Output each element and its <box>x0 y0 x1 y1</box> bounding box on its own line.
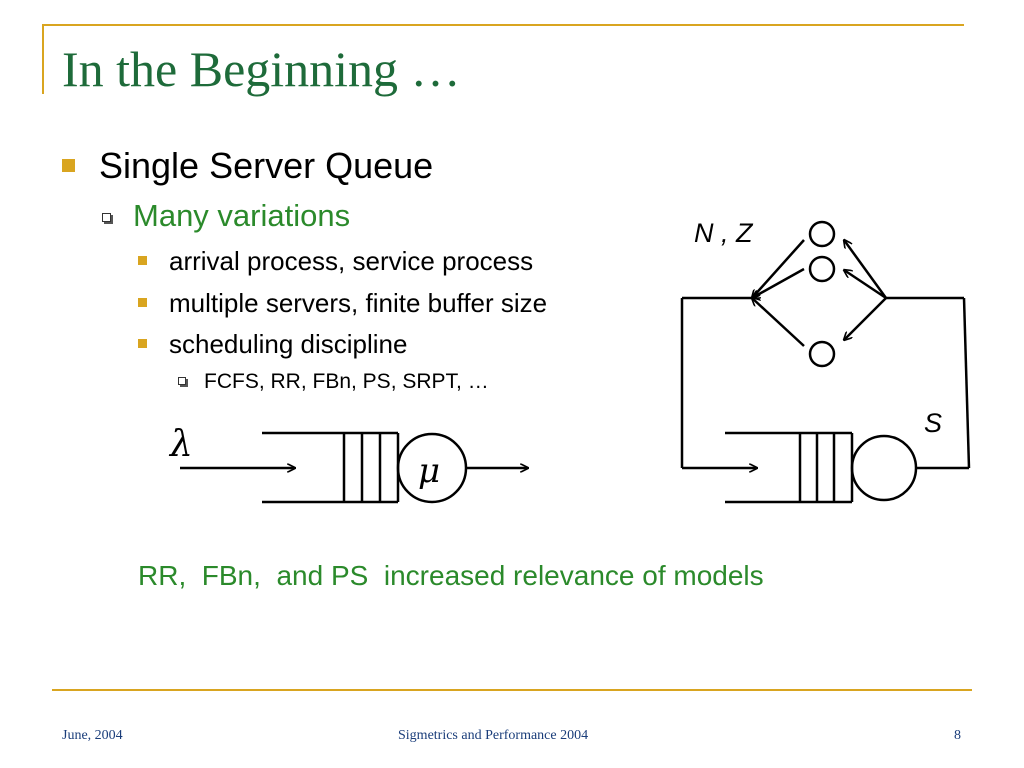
terminal-circle <box>808 340 836 368</box>
footer-page-number: 8 <box>954 728 961 743</box>
hollow-square-bullet-icon <box>102 213 111 222</box>
hollow-square-bullet-icon <box>178 377 186 385</box>
square-bullet-icon <box>138 255 147 265</box>
bullet-level3-item: arrival process, service process <box>138 246 533 277</box>
square-bullet-icon <box>138 297 147 307</box>
closed-queue-diagram: N , Z S <box>680 218 971 504</box>
square-bullet-icon <box>62 158 75 172</box>
bullet-level3-item: multiple servers, finite buffer size <box>138 288 547 319</box>
split-arrow <box>844 240 888 299</box>
top-frame-line <box>42 24 964 26</box>
bullet-level4: FCFS, RR, FBn, PS, SRPT, … <box>178 370 489 394</box>
bullet-level3-text: arrival process, service process <box>169 246 534 276</box>
bullet-level4-text: FCFS, RR, FBn, PS, SRPT, … <box>204 370 489 393</box>
terminal-circle <box>808 255 836 283</box>
population-think-label: N , Z <box>694 218 754 248</box>
footer-date: June, 2004 <box>62 728 123 743</box>
open-queue-diagram: λ μ <box>168 424 528 504</box>
server-circle <box>850 434 918 502</box>
service-rate-symbol: μ <box>418 451 440 491</box>
bullet-level1-text: Single Server Queue <box>99 145 434 186</box>
terminal-circle <box>808 220 836 248</box>
bottom-frame-line <box>52 689 972 691</box>
merge-arrow <box>752 239 805 298</box>
bullet-level1: Single Server Queue <box>62 145 433 187</box>
split-arrow <box>844 270 887 300</box>
bullet-level3-text: multiple servers, finite buffer size <box>169 288 548 318</box>
bullet-level3-item: scheduling discipline <box>138 329 407 360</box>
arrival-rate-symbol: λ <box>168 424 193 465</box>
relevance-note: RR, FBn, and PS increased relevance of m… <box>138 560 764 591</box>
split-arrow <box>844 297 887 340</box>
merge-arrow <box>752 298 805 347</box>
bullet-level3-text: scheduling discipline <box>169 329 408 359</box>
footer-conference: Sigmetrics and Performance 2004 <box>398 728 589 743</box>
service-label: S <box>924 408 942 438</box>
merge-arrow <box>752 267 805 298</box>
square-bullet-icon <box>138 338 147 348</box>
feedback-line-right <box>962 297 971 469</box>
bullet-level2-text: Many variations <box>133 198 351 233</box>
left-frame-line <box>42 24 44 94</box>
bullet-level2: Many variations <box>102 198 350 234</box>
slide-title: In the Beginning … <box>62 41 461 97</box>
